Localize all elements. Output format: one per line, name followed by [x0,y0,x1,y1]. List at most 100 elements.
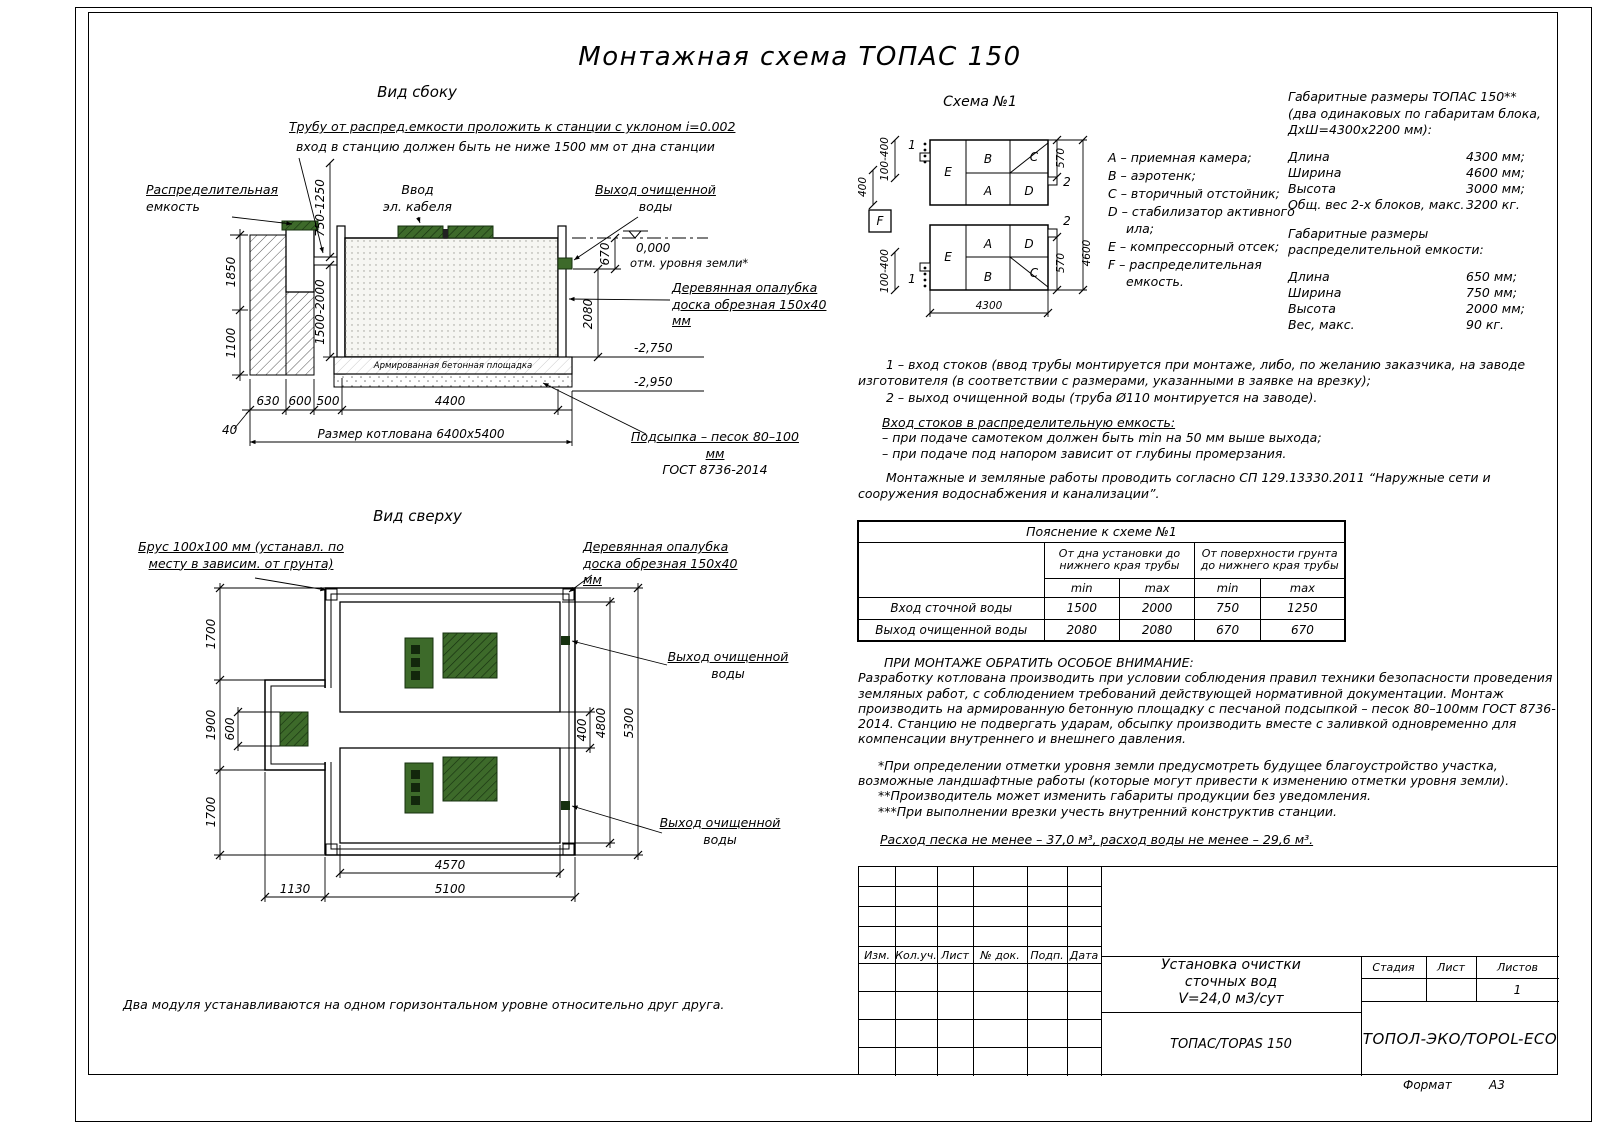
drawing-frame [88,12,1558,1075]
format-label: Формат [1403,1078,1452,1092]
dim-1700-top: 1700 [204,618,218,649]
tb-col-podp: Подп. [1030,949,1064,962]
sheet-outer-border [75,7,1592,1122]
inlet-rule-1: – при подаче самотеком должен быть min н… [882,430,1322,445]
table-row: Вход сточной воды 1500 2000 750 1250 [857,596,1346,620]
sand-bedding [333,373,573,388]
dim-600-plan: 600 [223,717,237,740]
corner-beam [562,843,575,856]
cell-a-1: A [983,184,992,198]
dim-570-bottom: 570 [1055,253,1067,273]
note-outlet: 2 – выход очищенной воды (труба Ø110 мон… [886,390,1318,405]
dim-4570: 4570 [435,858,466,872]
dim-400-plan: 400 [575,718,589,741]
modules-level-note: Два модуля устанавливаются на одном гори… [123,997,725,1012]
company-name: ТОПОЛ-ЭКО/TOPOL-ECO [1362,1029,1558,1048]
dim-pit-total: Размер котлована 6400x5400 [317,427,504,441]
schema-drawing: E B A C D E A D B C F 1 1 2 2 100-400 40… [857,135,1093,318]
legend-item-a: А – приемная камера; [1108,150,1252,165]
outlet-pipe [557,257,573,270]
cell-c-1: C [1030,150,1039,164]
tb-col-izm: Изм. [864,949,890,962]
table-col-group-1: От дна установки до нижнего края трубы [1043,541,1196,579]
document-name: Установка очистки сточных вод V=24,0 м3/… [1161,957,1301,1007]
dim-1700-bottom: 1700 [204,796,218,827]
dim-4400: 4400 [435,394,466,408]
table-max-2: max [1259,577,1346,598]
outlet-mark-1 [561,636,570,645]
distribution-tank [285,228,315,293]
dim-1900: 1900 [204,709,218,740]
dim-630: 630 [257,394,280,408]
table-title: Пояснение к схеме №1 [857,520,1346,543]
dim-750-1250: 750-1250 [313,179,327,237]
dim-100-400-top: 100-400 [879,137,891,181]
level-minus-2950: -2,950 [634,375,673,389]
stage-label: Стадия [1372,961,1415,974]
tb-col-list: Лист [941,949,969,962]
dim-1100: 1100 [224,327,238,358]
dim-500: 500 [317,394,340,408]
side-view-structures [249,220,573,388]
table-min-1: min [1043,577,1120,598]
dim-5100: 5100 [435,882,466,896]
outlet-stub-2 [1047,228,1058,238]
side-note-slope: Трубу от распред.емкости проложить к ста… [289,119,736,134]
sheet-label: Лист [1437,961,1465,974]
top-view-dimensions [214,583,643,902]
ground-level-label: отм. уровня земли* [630,256,748,270]
footnote-3: ***При выполнении врезки учесть внутренн… [878,803,1338,819]
top-view-drawing: 1700 1900 600 1700 4800 5300 400 4570 51… [204,574,668,902]
dim-100-400-bottom: 100-400 [879,249,891,293]
schema-blocks [868,139,1058,291]
side-view-levels [572,230,708,392]
corner-beam [325,843,338,856]
legend-item-c: С – вторичный отстойник; [1108,186,1280,201]
legend-item-e: Е – компрессорный отсек; [1108,239,1280,254]
dim-2080: 2080 [581,298,595,329]
dim-400: 400 [857,177,869,197]
overall-dimensions-block: Габаритные размеры ТОПАС 150** (два один… [1288,89,1544,333]
cell-e-1: E [944,165,952,179]
table-max-1: max [1118,577,1196,598]
vent-stub [443,229,448,238]
dim-670: 670 [598,242,612,265]
table-row: Выход очищенной воды 2080 2080 670 670 [857,618,1346,642]
dim-4300: 4300 [976,300,1003,312]
notes-block: 1 – вход стоков (ввод трубы монтируется … [858,357,1552,503]
side-view-title: Вид сбоку [377,83,457,101]
top-view-title: Вид сверху [373,507,462,525]
dim-5300: 5300 [622,707,636,738]
dim-4600: 4600 [1081,239,1093,266]
tb-col-data: Дата [1069,949,1099,962]
title-block: Изм. Кол.уч. Лист № док. Подп. Дата Уста… [858,866,1559,1076]
dim-570-top: 570 [1055,148,1067,168]
tb-col-ndok: № док. [980,949,1020,962]
product-designation: ТОПАС/TOPAS 150 [1170,1036,1292,1052]
table-col-group-2: От поверхности грунта до нижнего края тр… [1194,541,1346,579]
marker-2a: 2 [1063,175,1071,189]
top-view-structures [264,587,576,856]
marker-1b: 1 [908,272,916,286]
footnote-1: *При определении отметки уровня земли пр… [858,757,1510,789]
corner-beam [562,588,575,601]
side-view-drawing: Армированная бетонная площадка 0,000 отм… [222,157,748,446]
outlet-stub-1 [1047,176,1058,186]
schema-legend: А – приемная камера; В – аэротенк; С – в… [1108,149,1300,291]
dim-1850: 1850 [224,256,238,287]
sheets-label: Листов [1496,961,1539,974]
cell-b-1: B [984,152,992,166]
dist-tank-dims-title-2: распределительной емкости: [1288,242,1484,257]
schema-dots [923,142,927,288]
cell-b-2: B [984,270,992,284]
dim-600: 600 [289,394,312,408]
sheets-value: 1 [1513,983,1522,997]
sp-note: Монтажные и земляные работы проводить со… [858,470,1491,501]
